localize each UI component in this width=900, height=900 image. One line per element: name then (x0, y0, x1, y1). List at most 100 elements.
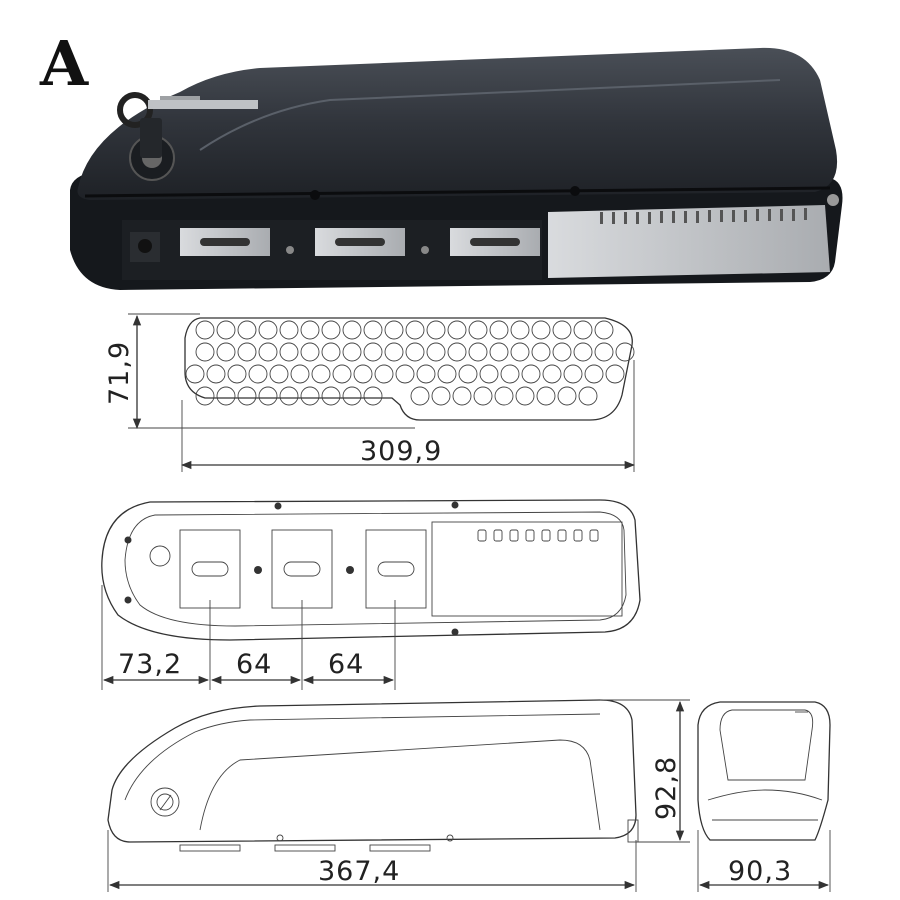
battery-cell (395, 364, 415, 384)
battery-cell (489, 320, 509, 340)
battery-cell (494, 386, 514, 406)
battery-cell (248, 364, 268, 384)
battery-cell (195, 386, 215, 406)
battery-cell (447, 320, 467, 340)
battery-cell (473, 386, 493, 406)
battery-cell (531, 320, 551, 340)
battery-cell (458, 364, 478, 384)
dimension-housing-height: 92,8 (600, 699, 690, 843)
battery-cell (426, 320, 446, 340)
battery-cell (321, 386, 341, 406)
figure-label: A (39, 27, 89, 100)
battery-cell (384, 342, 404, 362)
battery-cell (500, 364, 520, 384)
battery-cell (452, 386, 472, 406)
battery-cell (489, 342, 509, 362)
battery-cell (206, 364, 226, 384)
battery-cell (384, 320, 404, 340)
battery-cell (374, 364, 394, 384)
battery-cell (410, 386, 430, 406)
battery-cell (195, 342, 215, 362)
dim-367-4: 367,4 (318, 856, 400, 887)
dim-64-b: 64 (328, 649, 364, 680)
dimension-slot-spacing: 73,2 64 64 (101, 585, 396, 690)
battery-cell (605, 364, 625, 384)
end-view-drawing (697, 701, 831, 841)
side-view-drawing (107, 699, 639, 852)
battery-cell (269, 364, 289, 384)
battery-cell (279, 386, 299, 406)
dimension-cell-pack-length: 309,9 (180, 360, 636, 472)
battery-cell (342, 320, 362, 340)
battery-cell (195, 320, 215, 340)
battery-cell (510, 320, 530, 340)
battery-cell (300, 320, 320, 340)
battery-cell (279, 342, 299, 362)
battery-cell (552, 342, 572, 362)
battery-cell (258, 320, 278, 340)
battery-cell (521, 364, 541, 384)
battery-cell (563, 364, 583, 384)
cell-pack-drawing (184, 317, 635, 421)
battery-cell (237, 386, 257, 406)
battery-cell (300, 342, 320, 362)
battery-cell (584, 364, 604, 384)
battery-cell (321, 342, 341, 362)
bottom-view-drawing (101, 499, 641, 641)
battery-cell (279, 320, 299, 340)
battery-cell (216, 320, 236, 340)
battery-cell (552, 320, 572, 340)
battery-cell (431, 386, 451, 406)
battery-cell (578, 386, 598, 406)
key-icon (117, 92, 258, 158)
dimension-cell-pack-height: 71,9 (104, 313, 415, 430)
battery-cell (258, 342, 278, 362)
battery-cell (447, 342, 467, 362)
battery-cell (216, 386, 236, 406)
battery-cell (557, 386, 577, 406)
dimension-housing-length: 367,4 (107, 830, 637, 892)
dim-64-a: 64 (236, 649, 272, 680)
battery-cell (615, 342, 635, 362)
dim-92-8: 92,8 (651, 756, 682, 820)
battery-cell (227, 364, 247, 384)
battery-cell (542, 364, 562, 384)
dimension-housing-width: 90,3 (697, 830, 831, 892)
battery-cell (515, 386, 535, 406)
battery-cell (363, 320, 383, 340)
battery-cell (405, 320, 425, 340)
battery-cell (468, 320, 488, 340)
battery-cell (426, 342, 446, 362)
battery-cell (332, 364, 352, 384)
battery-cell (258, 386, 278, 406)
battery-cell (479, 364, 499, 384)
battery-cell (573, 342, 593, 362)
dim-71-9: 71,9 (104, 341, 135, 405)
battery-cell (405, 342, 425, 362)
battery-cell (300, 386, 320, 406)
dim-90-3: 90,3 (728, 856, 792, 887)
battery-cell (342, 386, 362, 406)
battery-cell (510, 342, 530, 362)
battery-cell (216, 342, 236, 362)
battery-cell (237, 342, 257, 362)
battery-cell (342, 342, 362, 362)
battery-photo (70, 47, 843, 290)
battery-cell (594, 320, 614, 340)
dim-309-9: 309,9 (360, 436, 442, 467)
battery-cell (237, 320, 257, 340)
battery-cell (290, 364, 310, 384)
battery-cell (437, 364, 457, 384)
battery-cell (363, 342, 383, 362)
battery-cell (363, 386, 383, 406)
battery-cell (416, 364, 436, 384)
dim-73-2: 73,2 (118, 649, 182, 680)
battery-cell (468, 342, 488, 362)
battery-cell (531, 342, 551, 362)
battery-cell (573, 320, 593, 340)
battery-cell (594, 342, 614, 362)
battery-cell (536, 386, 556, 406)
battery-cell (321, 320, 341, 340)
battery-cell (311, 364, 331, 384)
